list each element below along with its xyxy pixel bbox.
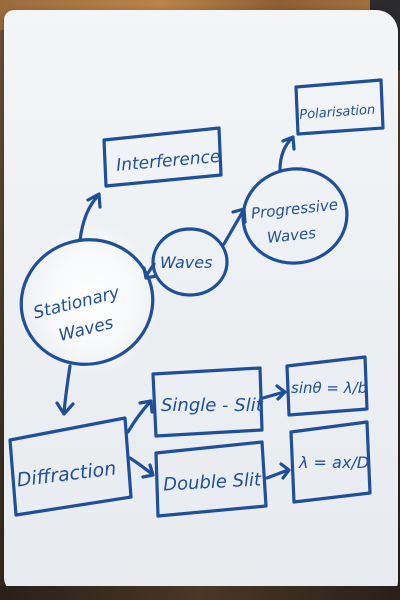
- double-slit-node: Double Slit: [154, 440, 268, 518]
- diffraction-label: Diffraction: [16, 457, 118, 491]
- arrow-to-interference: [78, 194, 100, 242]
- arrow-to-polarisation: [278, 136, 294, 172]
- progressive-label-line2: Waves: [266, 224, 317, 247]
- double-slit-label: Double Slit: [163, 469, 263, 495]
- arrow-to-stationary: [144, 262, 156, 278]
- arrow-to-progressive: [222, 209, 245, 246]
- whiteboard: [4, 10, 398, 592]
- waves-node: Waves: [151, 227, 229, 297]
- single-slit-label: Single - Slit: [161, 395, 264, 416]
- arrow-to-single-formula: [261, 390, 286, 400]
- arrow-to-single-slit: [126, 400, 152, 434]
- diffraction-node: Diffraction: [8, 416, 133, 517]
- stationary-waves-node: Stationary Waves: [19, 238, 155, 366]
- single-slit-formula: sinθ = λ/b: [291, 379, 367, 397]
- waves-label: Waves: [160, 253, 212, 272]
- progressive-waves-node: Progressive Waves: [241, 167, 349, 265]
- arrow-to-diffraction: [62, 364, 72, 414]
- arrow-to-double-slit: [128, 456, 154, 476]
- table-edge: [0, 586, 400, 600]
- single-slit-formula-node: sinθ = λ/b: [285, 355, 369, 417]
- arrow-to-double-formula: [265, 468, 290, 480]
- single-slit-node: Single - Slit: [151, 366, 264, 438]
- double-slit-formula: λ = ax/D: [298, 453, 369, 472]
- interference-node: Interference: [102, 126, 223, 188]
- light-glare: [26, 225, 156, 375]
- polarisation-label: Polarisation: [299, 103, 376, 123]
- interference-label: Interference: [115, 147, 221, 176]
- stationary-label-line2: Waves: [57, 313, 116, 346]
- polarisation-node: Polarisation: [294, 78, 385, 136]
- connector-arrows: [55, 135, 296, 480]
- progressive-label-line1: Progressive: [250, 196, 339, 223]
- double-slit-formula-node: λ = ax/D: [289, 420, 372, 504]
